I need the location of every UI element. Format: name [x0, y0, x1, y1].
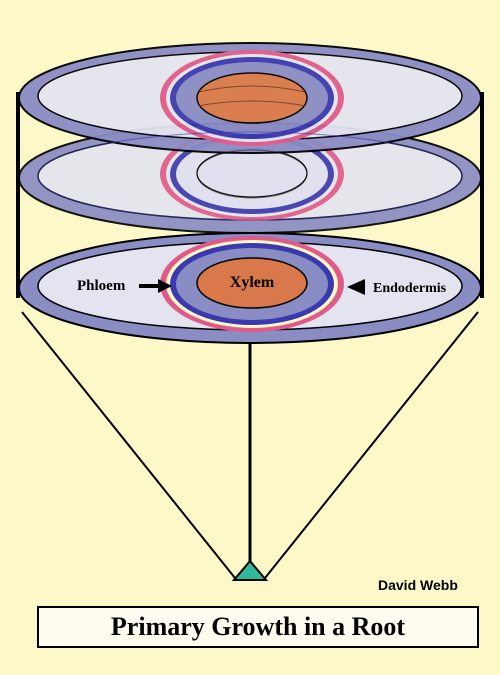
caption-box: Primary Growth in a Root [37, 606, 479, 648]
phloem-label: Phloem [77, 278, 126, 294]
phloem-arrow [139, 279, 172, 293]
diagram-caption: Primary Growth in a Root [110, 612, 406, 641]
author-credit: David Webb [378, 577, 458, 593]
top-disk [18, 42, 482, 154]
left-converging-line [21, 311, 236, 579]
root-tip-triangle [231, 559, 269, 581]
endodermis-label: Endodermis [373, 281, 447, 296]
bottom-disk [18, 232, 482, 344]
xylem-label: Xylem [230, 274, 275, 291]
right-converging-line [264, 311, 479, 579]
endodermis-arrow [347, 279, 365, 295]
